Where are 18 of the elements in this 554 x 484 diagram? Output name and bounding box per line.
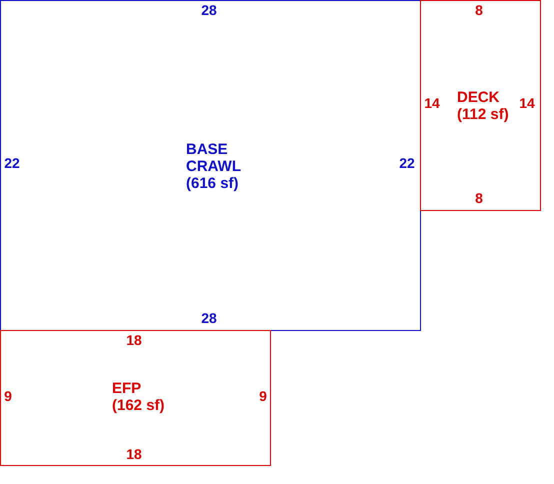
dimension-label: 14 — [424, 95, 440, 111]
dimension-label: 8 — [475, 190, 483, 206]
dimension-label: 28 — [201, 310, 217, 326]
room-label: EFP (162 sf) — [112, 380, 166, 414]
dimension-label: 9 — [4, 388, 12, 404]
dimension-label: 22 — [399, 155, 415, 171]
room-outline — [0, 0, 421, 331]
dimension-label: 8 — [475, 2, 483, 18]
room-outline — [0, 330, 271, 466]
dimension-label: 14 — [519, 95, 535, 111]
room-label: BASE CRAWL (616 sf) — [186, 141, 242, 192]
room-outline — [420, 0, 541, 211]
dimension-label: 28 — [201, 2, 217, 18]
room-label: DECK (112 sf) — [457, 89, 510, 123]
dimension-label: 18 — [126, 332, 142, 348]
dimension-label: 18 — [126, 446, 142, 462]
dimension-label: 9 — [259, 388, 267, 404]
dimension-label: 22 — [4, 155, 20, 171]
